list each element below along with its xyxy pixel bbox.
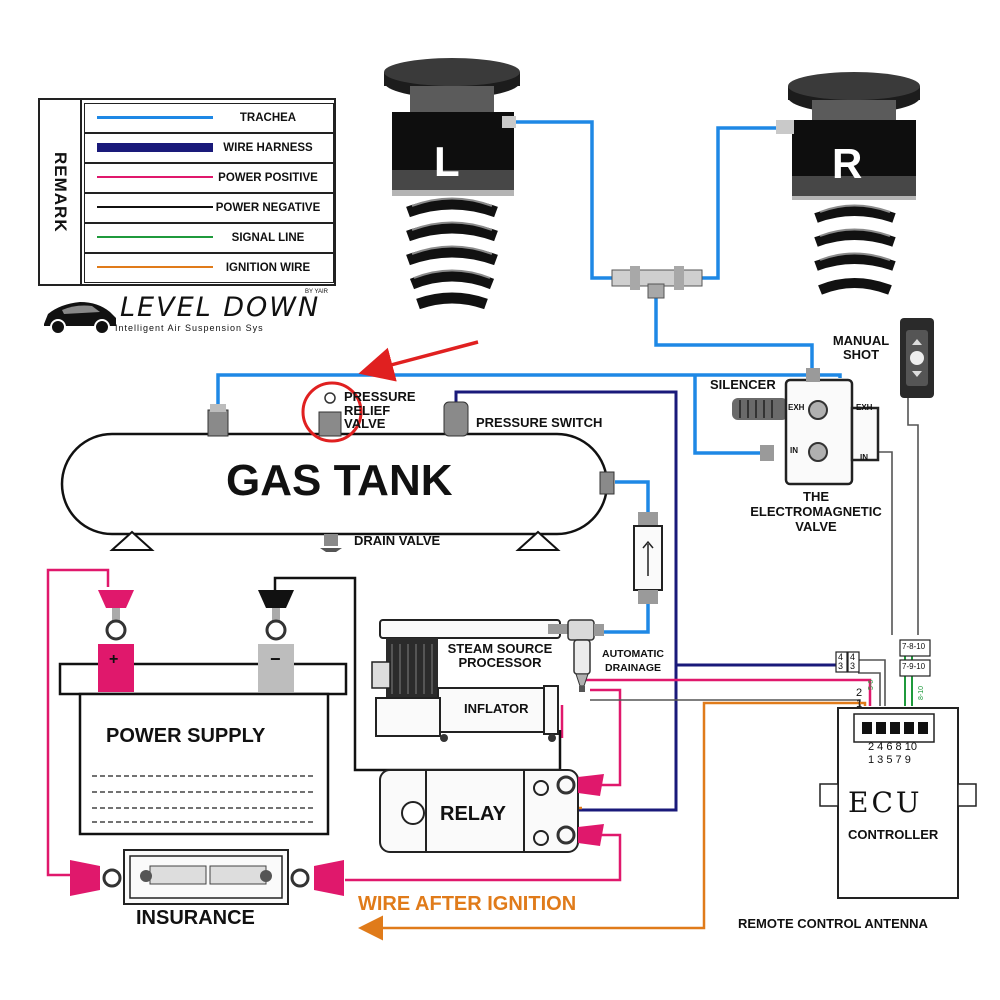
plug-4-left-label: 4 bbox=[838, 652, 844, 662]
wire-5-6-label: 5-6 bbox=[868, 679, 875, 690]
tee-fitting bbox=[611, 266, 703, 299]
ecu-pin-top-row: 2 4 6 8 10 bbox=[868, 741, 917, 753]
manual-shot-label: MANUAL SHOT bbox=[832, 333, 890, 362]
logo-by: BY YAIR bbox=[305, 289, 329, 295]
compressor bbox=[371, 619, 604, 742]
relay-unit bbox=[379, 769, 604, 853]
remark-label: SIGNAL LINE bbox=[231, 232, 305, 244]
logo-car-icon bbox=[44, 302, 116, 335]
automatic-drainage-label: AUTOMATIC DRAINAGE bbox=[601, 648, 665, 674]
signal-line-swatch bbox=[97, 236, 213, 238]
pressure-relief-label: PRESSURE RELIEF VALVE bbox=[344, 389, 416, 432]
remark-label: TRACHEA bbox=[239, 112, 297, 124]
inline-filter bbox=[633, 512, 663, 604]
trachea-swatch bbox=[97, 116, 213, 119]
valve-in-right: IN bbox=[860, 453, 868, 462]
remark-title: REMARK bbox=[51, 151, 70, 233]
plug-3-right-label: 3 bbox=[850, 661, 856, 671]
right-shock bbox=[776, 72, 920, 295]
silencer-label: SILENCER bbox=[710, 377, 776, 392]
ecu-box bbox=[819, 707, 977, 899]
shock-left-letter: L bbox=[434, 138, 460, 185]
drain-valve-label: DRAIN VALVE bbox=[354, 533, 441, 548]
wire-harness-lines bbox=[454, 390, 836, 812]
ecu-pin-bottom-row: 1 3 5 7 9 bbox=[868, 754, 911, 766]
ecu-plug-manual bbox=[899, 639, 931, 677]
wire-8-10-label: 8-10 bbox=[918, 685, 925, 700]
plug-7-8-10-label: 7-8-10 bbox=[902, 642, 926, 651]
logo-title: LEVEL DOWN bbox=[120, 292, 321, 323]
ecu-pin-2-label: 2 bbox=[856, 687, 863, 699]
ecu-plug-43 bbox=[835, 651, 860, 673]
ecu-label: ECU bbox=[848, 786, 923, 819]
valve-exh-left: EXH bbox=[788, 403, 805, 412]
remark-row-wire-harness: WIRE HARNESS bbox=[84, 133, 334, 163]
gas-tank bbox=[60, 392, 615, 552]
remark-label: IGNITION WIRE bbox=[225, 262, 311, 274]
highlight-arrow bbox=[358, 340, 479, 382]
ignition-wire-swatch bbox=[97, 266, 213, 268]
remark-label: POWER NEGATIVE bbox=[215, 202, 321, 214]
battery-plus-label: + bbox=[109, 651, 119, 668]
manual-shot-remote bbox=[900, 318, 934, 398]
pressure-switch-label: PRESSURE SWITCH bbox=[476, 415, 603, 430]
plug-3-left-label: 3 bbox=[838, 661, 844, 671]
battery-minus-label: − bbox=[270, 649, 281, 669]
plug-7-9-10-label: 7-9-10 bbox=[902, 662, 926, 671]
power-negative-swatch bbox=[97, 206, 213, 208]
remark-row-power-negative: POWER NEGATIVE bbox=[84, 193, 334, 223]
battery bbox=[58, 590, 348, 836]
plug-4-right-label: 4 bbox=[850, 652, 856, 662]
pressure-relief-highlight bbox=[301, 381, 363, 443]
valve-exh-right: EXH bbox=[856, 403, 873, 412]
remark-row-trachea: TRACHEA bbox=[84, 103, 334, 133]
valve-in-left: IN bbox=[790, 446, 798, 455]
remark-label: WIRE HARNESS bbox=[223, 142, 313, 154]
relay-label: RELAY bbox=[440, 803, 506, 825]
remark-title-cell: REMARK bbox=[40, 100, 82, 284]
remote-control-antenna-label: REMOTE CONTROL ANTENNA bbox=[738, 916, 928, 931]
steam-source-processor-label: STEAM SOURCE PROCESSOR bbox=[447, 641, 553, 670]
ecu-pin-1-label: 1 bbox=[856, 698, 863, 710]
wire-after-ignition-label: WIRE AFTER IGNITION bbox=[358, 893, 577, 915]
power-supply-label: POWER SUPPLY bbox=[106, 725, 266, 747]
left-shock bbox=[384, 58, 520, 310]
remark-row-signal-line: SIGNAL LINE bbox=[84, 223, 334, 253]
logo-subtitle: Intelligent Air Suspension Sys bbox=[115, 323, 264, 333]
trachea-lines bbox=[216, 120, 842, 634]
controller-label: CONTROLLER bbox=[848, 827, 939, 842]
inflator-label: INFLATOR bbox=[464, 701, 529, 716]
electromagnetic-valve bbox=[760, 368, 880, 486]
remark-row-power-positive: POWER POSITIVE bbox=[84, 163, 334, 193]
wire-harness-swatch bbox=[97, 143, 213, 152]
remark-row-ignition-wire: IGNITION WIRE bbox=[84, 253, 334, 283]
gas-tank-label: GAS TANK bbox=[226, 456, 453, 505]
insurance-label: INSURANCE bbox=[136, 907, 255, 929]
remark-label: POWER POSITIVE bbox=[218, 172, 318, 184]
power-positive-swatch bbox=[97, 176, 213, 178]
fuse-holder bbox=[70, 849, 344, 905]
electromagnetic-valve-label: THE ELECTROMAGNETIC VALVE bbox=[750, 489, 882, 534]
remark-legend: REMARK TRACHEA WIRE HARNESS POWER POSITI… bbox=[38, 98, 336, 286]
shock-right-letter: R bbox=[832, 140, 863, 187]
